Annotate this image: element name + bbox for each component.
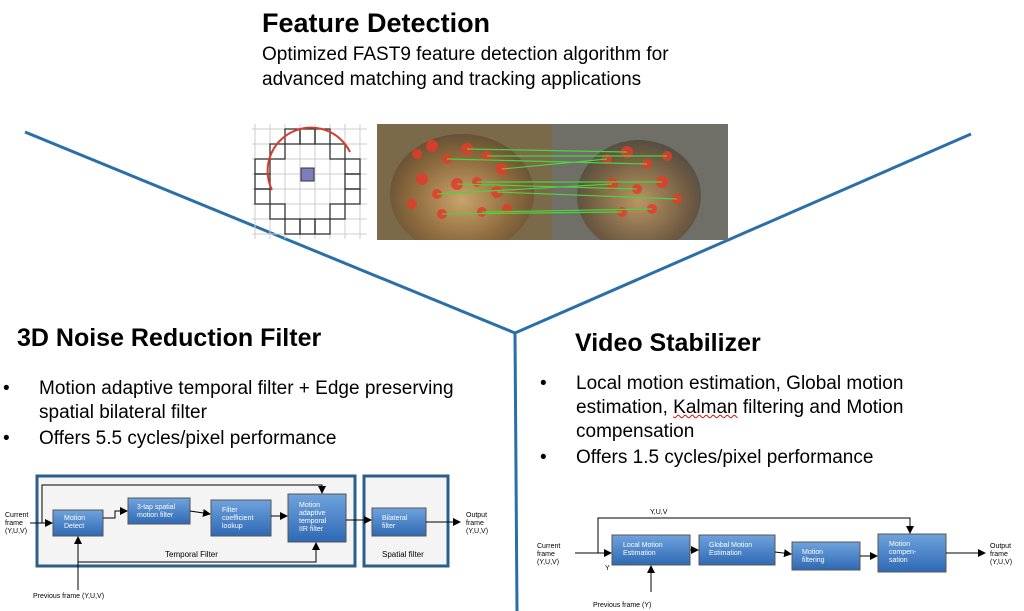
spatial-filter-label: Spatial filter bbox=[382, 550, 424, 559]
feature-detection-title: Feature Detection bbox=[262, 8, 491, 38]
stabilizer-bullet-1: Local motion estimation, Global motion e… bbox=[540, 372, 970, 444]
noise-filter-title: 3D Noise Reduction Filter bbox=[17, 324, 322, 352]
stabilizer-previous-frame-label: Previous frame (Y) bbox=[593, 602, 651, 609]
motion-detect-block bbox=[52, 509, 104, 537]
kalman-spellcheck-word: Kalman bbox=[673, 397, 738, 418]
noise-filter-bullet-1: Motion adaptive temporal filter + Edge p… bbox=[3, 377, 503, 425]
fast9-grid-illustration bbox=[252, 124, 367, 239]
leopard-feature-matching-image bbox=[377, 124, 728, 240]
feature-detection-description: Optimized FAST9 feature detection algori… bbox=[262, 44, 669, 90]
stabilizer-feedback-label: Y,U,V bbox=[650, 509, 668, 516]
motion-filtering-block bbox=[791, 541, 861, 571]
global-motion-estimation-block bbox=[698, 534, 776, 566]
stabilizer-title: Video Stabilizer bbox=[575, 329, 761, 357]
stabilizer-bullets: Local motion estimation, Global motion e… bbox=[540, 372, 970, 472]
noise-previous-frame-label: Previous frame (Y,U,V) bbox=[33, 593, 104, 600]
stabilizer-bullet-2: Offers 1.5 cycles/pixel performance bbox=[540, 446, 970, 470]
noise-filter-bullet-2: Offers 5.5 cycles/pixel performance bbox=[3, 427, 503, 451]
bilateral-filter-block bbox=[371, 507, 427, 537]
noise-filter-bullets: Motion adaptive temporal filter + Edge p… bbox=[3, 377, 503, 453]
center-divider-line bbox=[513, 332, 519, 611]
temporal-iir-filter-block bbox=[287, 493, 347, 543]
spatial-motion-filter-block bbox=[127, 497, 191, 525]
filter-coefficient-block bbox=[210, 499, 272, 537]
stabilizer-y-label: Y bbox=[605, 565, 610, 572]
temporal-filter-label: Temporal Filter bbox=[165, 550, 218, 559]
local-motion-estimation-block bbox=[611, 534, 691, 566]
right-divider-line bbox=[514, 132, 972, 335]
